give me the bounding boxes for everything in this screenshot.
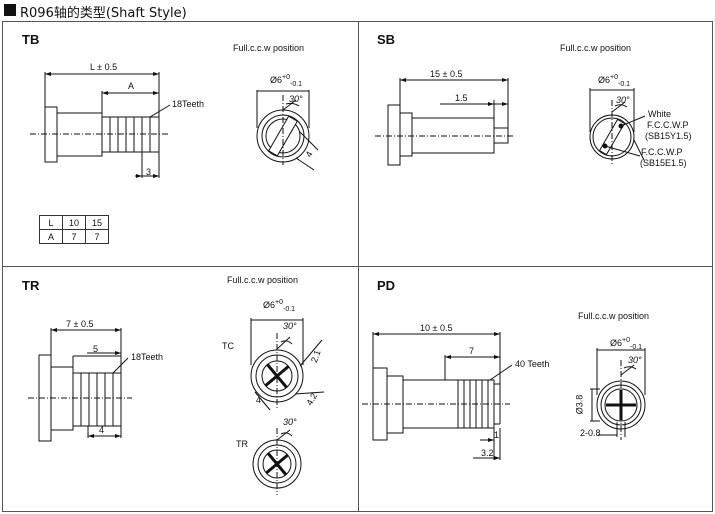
tr-teeth-label: 18Teeth	[131, 352, 164, 362]
panel-title-pd: PD	[377, 278, 396, 293]
pd-dim-208: 2-0.8	[580, 428, 601, 438]
tb-dia-value: Ø6	[270, 75, 283, 85]
table-cell: A	[39, 229, 63, 244]
sb-fccwp-1: F.C.C.W.P	[647, 120, 689, 130]
tr-side-view	[28, 328, 132, 442]
tb-teeth-label: 18Teeth	[172, 99, 205, 109]
header-bullet-square	[4, 4, 16, 16]
panel-tr: TR Full.c.c.w position	[22, 275, 325, 495]
header-title: R096轴的类型(Shaft Style)	[20, 6, 187, 21]
panel-sb: SB Full.c.c.w position 15 ± 0.5 1.5	[375, 32, 692, 168]
tr-dia-sup: +0	[275, 299, 283, 306]
pd-dim-32: 3.2	[481, 448, 494, 458]
tr-dim-4: 4	[99, 425, 105, 435]
tb-side-view	[30, 72, 171, 178]
section-header: R096轴的类型(Shaft Style)	[0, 0, 715, 22]
tb-end-view	[256, 90, 319, 171]
sb-white-label: White	[648, 109, 672, 119]
tb-dim-3: 3	[146, 167, 152, 177]
pd-teeth-label: 40 Teeth	[515, 359, 550, 369]
tb-dim-l: L ± 0.5	[90, 62, 118, 72]
horizontal-divider	[2, 266, 713, 267]
sb-fccwp-2: F.C.C.W.P	[641, 147, 683, 157]
pd-dia-sub: -0.1	[630, 343, 643, 351]
tr-dia-value: Ø6	[263, 300, 276, 310]
tb-dim-a: A	[128, 81, 135, 91]
tb-angle: 30°	[289, 94, 303, 104]
sb-model-2: (SB15E1.5)	[640, 158, 687, 168]
pd-dia: Ø6+0-0.1	[610, 337, 642, 351]
pd-dim-10: 10 ± 0.5	[420, 323, 453, 333]
sb-dim-15: 15 ± 0.5	[430, 69, 463, 79]
table-row: L 10 15	[39, 215, 109, 230]
pd-dim-1: 1	[494, 430, 500, 440]
pd-dia-sup: +0	[622, 337, 630, 344]
tb-dia: Ø6+0-0.1	[270, 74, 302, 88]
pd-angle: 30°	[628, 355, 642, 365]
pd-dia-value: Ø6	[610, 338, 623, 348]
panel-title-tb: TB	[22, 32, 40, 47]
sb-angle: 30°	[616, 95, 630, 105]
pd-dim-38: Ø3.8	[574, 394, 585, 415]
sb-note: Full.c.c.w position	[560, 43, 632, 53]
pd-dim-7: 7	[469, 346, 475, 356]
sb-dia-value: Ø6	[598, 75, 611, 85]
sb-end-view	[589, 88, 646, 166]
tb-note: Full.c.c.w position	[233, 43, 305, 53]
tr-tc-label: TC	[222, 341, 234, 351]
tr-dia: Ø6+0-0.1	[263, 299, 295, 313]
pd-note: Full.c.c.w position	[578, 311, 650, 321]
tb-dimension-table: L 10 15 A 7 7	[39, 215, 109, 244]
tr-tr-label: TR	[236, 439, 248, 449]
tr-angle-tc: 30°	[283, 321, 297, 331]
panel-tb: TB Full.c.c.w position	[0, 0, 358, 266]
sb-side-view	[375, 78, 515, 166]
sb-dia-sub: -0.1	[618, 80, 631, 88]
tr-dim-7: 7 ± 0.5	[66, 319, 94, 329]
tr-angle-tr: 30°	[283, 417, 297, 427]
table-row: A 7 7	[39, 229, 109, 244]
tr-end-views	[250, 318, 325, 495]
tr-note: Full.c.c.w position	[227, 275, 299, 285]
tr-dim-4b: 4	[256, 395, 262, 405]
tb-dia-sub: -0.1	[290, 80, 303, 88]
tr-dia-sub: -0.1	[283, 305, 296, 313]
panel-title-tr: TR	[22, 278, 40, 293]
tr-dim-5: 5	[93, 344, 99, 354]
tb-dia-sup: +0	[282, 74, 290, 81]
panel-title-sb: SB	[377, 32, 396, 47]
table-cell: 7	[85, 229, 109, 244]
sb-dia-sup: +0	[610, 74, 618, 81]
sb-dim-15b: 1.5	[455, 93, 468, 103]
sb-dia: Ø6+0-0.1	[598, 74, 630, 88]
sb-model-1: (SB15Y1.5)	[645, 131, 692, 141]
